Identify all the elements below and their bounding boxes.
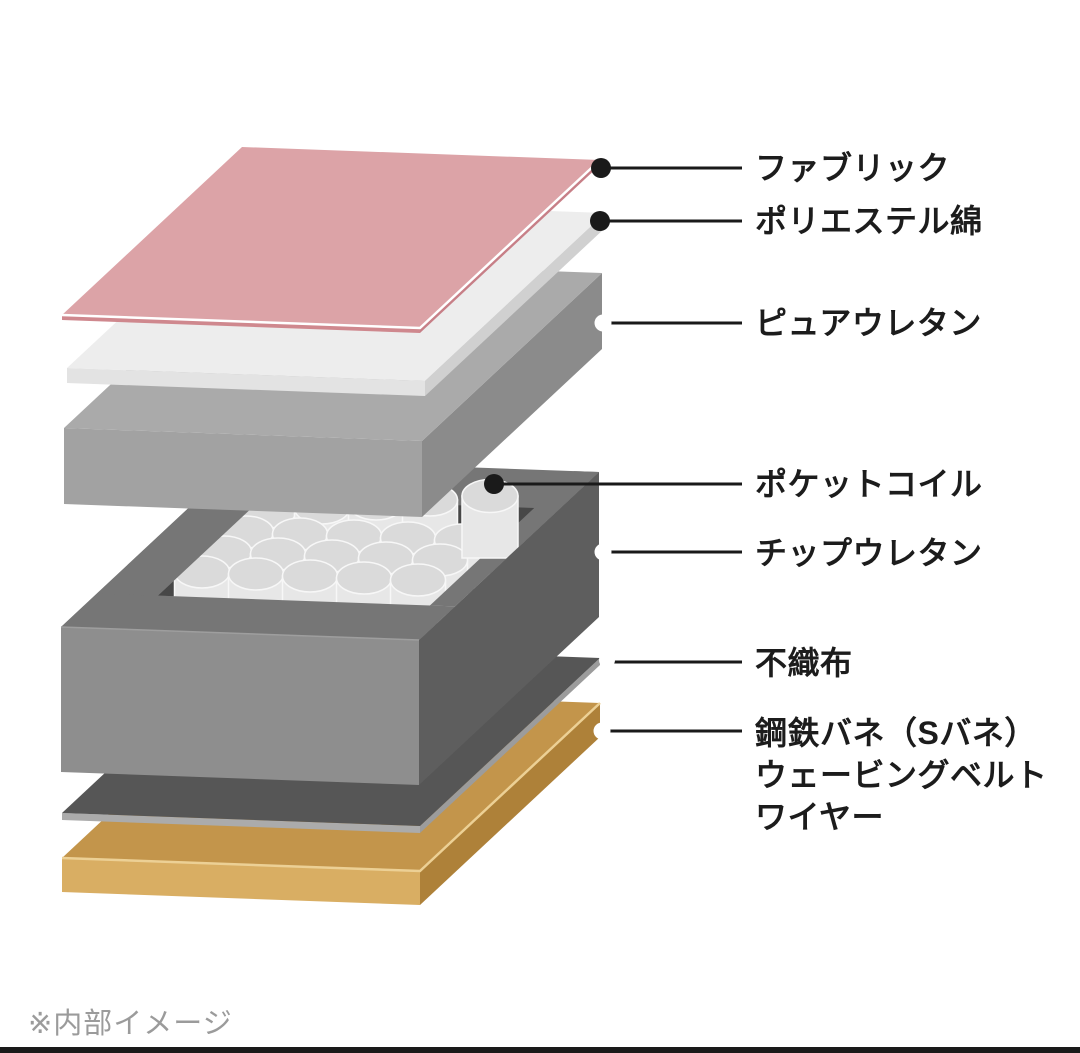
layer-nonwoven-front-face bbox=[62, 813, 420, 833]
label-fabric-line: ファブリック bbox=[755, 150, 951, 186]
pocket-coil-r3c4-top bbox=[389, 563, 447, 597]
label-fabric: ファブリック bbox=[755, 147, 950, 189]
label-chip-urethane-line: チップウレタン bbox=[755, 535, 983, 571]
layer-steel-frame-front-face bbox=[62, 858, 420, 905]
label-pocket-coil: ポケットコイル bbox=[755, 463, 983, 505]
label-steel-frame-line: 鋼鉄バネ（Sバネ） bbox=[755, 715, 1037, 751]
leader-dot-pure-urethane bbox=[594, 314, 612, 332]
layer-pure-urethane-front-face bbox=[64, 428, 422, 517]
layer-pure-urethane-right-face bbox=[422, 273, 602, 517]
label-pure-urethane: ピュアウレタン bbox=[755, 302, 982, 344]
layer-fabric-top-face bbox=[62, 147, 600, 328]
leader-dot-chip-urethane bbox=[594, 543, 612, 561]
label-steel-frame-line: ワイヤー bbox=[755, 799, 885, 835]
label-pure-urethane-line: ピュアウレタン bbox=[755, 305, 982, 341]
layer-steel-frame-edge-highlight bbox=[61, 702, 601, 873]
label-nonwoven-line: 不織布 bbox=[755, 645, 853, 681]
layer-polyester-front-face bbox=[67, 368, 425, 396]
leader-dot-pocket-coil bbox=[484, 474, 504, 494]
label-steel-frame-line: ウェービングベルト bbox=[755, 757, 1048, 793]
leader-dot-polyester bbox=[590, 211, 610, 231]
label-nonwoven: 不織布 bbox=[755, 642, 853, 684]
label-steel-frame: 鋼鉄バネ（Sバネ） ウェービングベルトワイヤー bbox=[755, 712, 1048, 838]
layer-chip-urethane-right-face bbox=[419, 472, 599, 785]
layer-polyester-right-face bbox=[425, 213, 605, 396]
pocket-coil-r3c1-top bbox=[227, 557, 285, 591]
leader-dot-steel-frame bbox=[593, 722, 611, 740]
footer-note: ※内部イメージ bbox=[28, 1008, 233, 1040]
layer-chip-urethane-front-face bbox=[61, 627, 419, 785]
label-chip-urethane: チップウレタン bbox=[755, 532, 983, 574]
pocket-coil-r3c2-top bbox=[281, 559, 339, 593]
pocket-coil-r3c3-top bbox=[335, 561, 393, 595]
chip-front-rim bbox=[61, 593, 455, 640]
layer-fabric-edge-highlight bbox=[61, 159, 601, 330]
layer-nonwoven-right-face bbox=[420, 658, 600, 833]
layer-steel-frame-right-face bbox=[420, 703, 600, 905]
leader-dot-nonwoven bbox=[599, 652, 615, 668]
label-polyester-line: ポリエステル綿 bbox=[755, 203, 983, 239]
chip-top-front-seam bbox=[60, 626, 420, 641]
bottom-bar bbox=[0, 1047, 1080, 1053]
label-pocket-coil-line: ポケットコイル bbox=[755, 466, 983, 502]
label-polyester: ポリエステル綿 bbox=[755, 200, 983, 242]
leader-dot-fabric bbox=[591, 158, 611, 178]
